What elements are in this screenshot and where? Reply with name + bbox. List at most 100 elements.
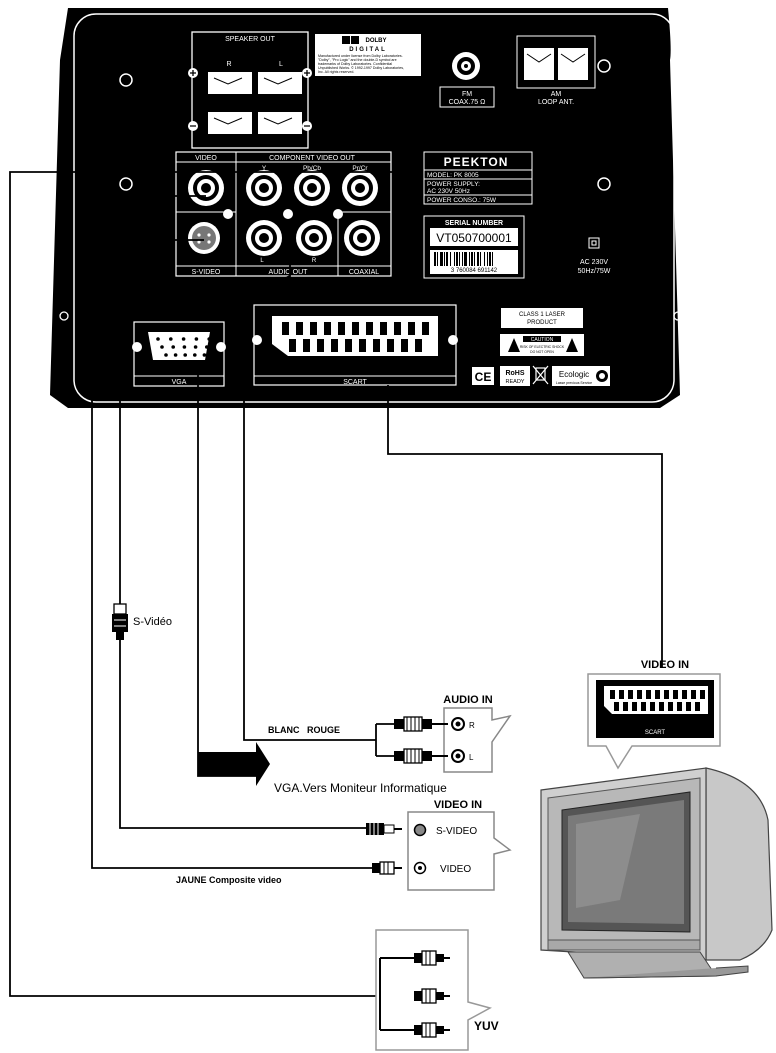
vga-cable[interactable]	[197, 360, 258, 777]
ac-rating-voltage: AC 230V	[580, 259, 608, 266]
coaxial-out-jack[interactable]	[344, 220, 380, 256]
scart-cable[interactable]	[387, 385, 663, 668]
model-label: PEEKTON MODEL: PK 8005 POWER SUPPLY: AC …	[423, 151, 533, 205]
vga-port-block: VGA	[132, 321, 226, 387]
dolby-brand: DOLBY	[366, 38, 387, 44]
caution-sub-text: DO NOT OPEN	[530, 350, 554, 354]
yuv-label: YUV	[474, 1019, 499, 1033]
scart-label: SCART	[343, 379, 367, 386]
dolby-notice-line: Manufactured under license from Dolby La…	[318, 54, 403, 58]
ce-mark-icon	[472, 367, 494, 385]
scart-video-in-title: VIDEO IN	[641, 659, 689, 671]
weee-bin-icon	[532, 365, 549, 385]
yuv-pb-plug-icon	[414, 988, 450, 1004]
brand-name: PEEKTON	[444, 155, 509, 169]
coaxial-label: COAXIAL	[349, 269, 379, 276]
audio-cable[interactable]	[243, 250, 376, 741]
model-text: MODEL: PK 8005	[427, 172, 479, 179]
speaker-out-block: SPEAKER OUT R L	[188, 31, 312, 149]
s-video-in-plug-icon	[366, 823, 402, 835]
screw-hole-icon	[119, 73, 133, 87]
audio-r-plug-icon	[394, 716, 448, 732]
rohs-ready-text: READY	[506, 379, 525, 385]
vga-port[interactable]	[148, 332, 210, 360]
s-video-cable[interactable]	[119, 239, 204, 604]
warning-icon	[508, 338, 520, 352]
yuv-pr-plug-icon	[414, 1022, 450, 1038]
comp-pr-label: Pr/Cr	[352, 165, 368, 172]
dolby-notice: DOLBY DIGITAL Manufactured under license…	[315, 34, 421, 76]
screw-hole-icon	[597, 177, 611, 191]
laser-class-text: CLASS 1 LASER	[519, 312, 566, 318]
s-video-out-jack[interactable]	[188, 222, 220, 254]
ce-mark-text: CE	[475, 370, 492, 384]
fm-antenna-jack[interactable]: FM COAX.75 Ω	[439, 52, 495, 108]
laser-product-text: PRODUCT	[527, 320, 557, 326]
s-video-plug-icon	[112, 603, 128, 640]
speaker-l-label: L	[279, 61, 283, 68]
caution-text: CAUTION	[531, 337, 554, 343]
audio-cable-colors: BLANC ROUGE	[268, 725, 340, 735]
vga-arrow-icon	[198, 742, 270, 786]
dolby-notice-line: trademarks of Dolby Laboratories. Confid…	[318, 62, 392, 66]
am-loop-label: LOOP ANT.	[538, 99, 574, 106]
tv-audio-r-label: R	[469, 721, 475, 730]
dolby-notice-line: Unpublished Works. © 1992-1997 Dolby Lab…	[318, 66, 404, 70]
laser-class-label: CLASS 1 LASER PRODUCT	[501, 308, 583, 328]
screw-hole-icon	[597, 59, 611, 73]
ecologic-sub-text: Lasse previous Service	[556, 381, 592, 385]
s-video-out-label: S-VIDEO	[192, 269, 221, 276]
tv-s-video-jack[interactable]	[413, 823, 427, 837]
caution-sub-text: RISK OF ELECTRIC SHOCK	[520, 345, 565, 349]
barcode-icon	[434, 252, 493, 266]
audio-out-label: AUDIO OUT	[269, 269, 309, 276]
rohs-mark-icon	[500, 366, 530, 386]
audio-cable-split	[376, 723, 394, 757]
video-out-jack[interactable]	[188, 170, 224, 206]
composite-cable-label: JAUNE Composite video	[176, 875, 282, 885]
video-in-title: VIDEO IN	[434, 799, 482, 811]
warning-icon	[566, 338, 578, 352]
video-in-panel: VIDEO IN S-VIDEO VIDEO	[366, 799, 512, 891]
component-pb-jack[interactable]	[294, 170, 330, 206]
yuv-y-plug-icon	[414, 950, 450, 966]
power-supply-text: POWER SUPPLY:	[427, 181, 480, 188]
am-label: AM	[551, 91, 562, 98]
composite-video-cable[interactable]	[91, 195, 372, 869]
s-video-cable[interactable]	[119, 640, 366, 829]
scart-in-label: SCART	[645, 730, 666, 736]
dolby-digital: DIGITAL	[349, 47, 387, 53]
audio-out-r-jack[interactable]	[296, 220, 332, 256]
composite-in-plug-icon	[372, 861, 402, 875]
serial-title: SERIAL NUMBER	[445, 220, 503, 227]
audio-out-l-jack[interactable]	[246, 220, 282, 256]
vga-target-label: VGA.Vers Moniteur Informatique	[274, 781, 447, 795]
component-video-out-label: COMPONENT VIDEO OUT	[269, 155, 356, 162]
double-insulation-icon	[588, 237, 600, 249]
component-cable[interactable]	[9, 171, 414, 997]
component-y-jack[interactable]	[246, 170, 282, 206]
audio-in-panel: AUDIO IN R L	[394, 694, 512, 773]
audio-r-label: R	[312, 258, 317, 264]
audio-l-plug-icon	[394, 748, 448, 764]
comp-pb-label: Pb/Cb	[303, 165, 321, 172]
caution-label: CAUTION RISK OF ELECTRIC SHOCK DO NOT OP…	[500, 334, 584, 356]
rohs-text: RoHS	[505, 370, 524, 377]
dolby-notice-line: Inc. All rights reserved.	[318, 70, 354, 74]
video-out-label: VIDEO	[195, 155, 217, 162]
television-icon	[540, 767, 773, 979]
tv-s-video-label: S-VIDEO	[436, 826, 477, 837]
serial-number-label: SERIAL NUMBER VT050700001 3 760084 69114…	[423, 215, 525, 279]
serial-value: VT050700001	[436, 231, 512, 245]
scart-video-in-panel: VIDEO IN SCART	[587, 659, 721, 770]
am-antenna-terminal[interactable]: AM LOOP ANT.	[516, 35, 596, 106]
scart-port-block: SCART	[252, 304, 458, 386]
s-video-cable-label: S-Vidéo	[133, 616, 172, 628]
barcode-digits: 3 760084 691142	[451, 268, 498, 274]
speaker-out-label: SPEAKER OUT	[225, 36, 276, 43]
yuv-panel: YUV	[375, 929, 499, 1051]
ecologic-text: Ecologic	[559, 370, 589, 379]
component-pr-jack[interactable]	[342, 170, 378, 206]
dolby-notice-line: "Dolby", "Pro Logic" and the double-D sy…	[318, 58, 397, 62]
audio-in-title: AUDIO IN	[443, 694, 493, 706]
